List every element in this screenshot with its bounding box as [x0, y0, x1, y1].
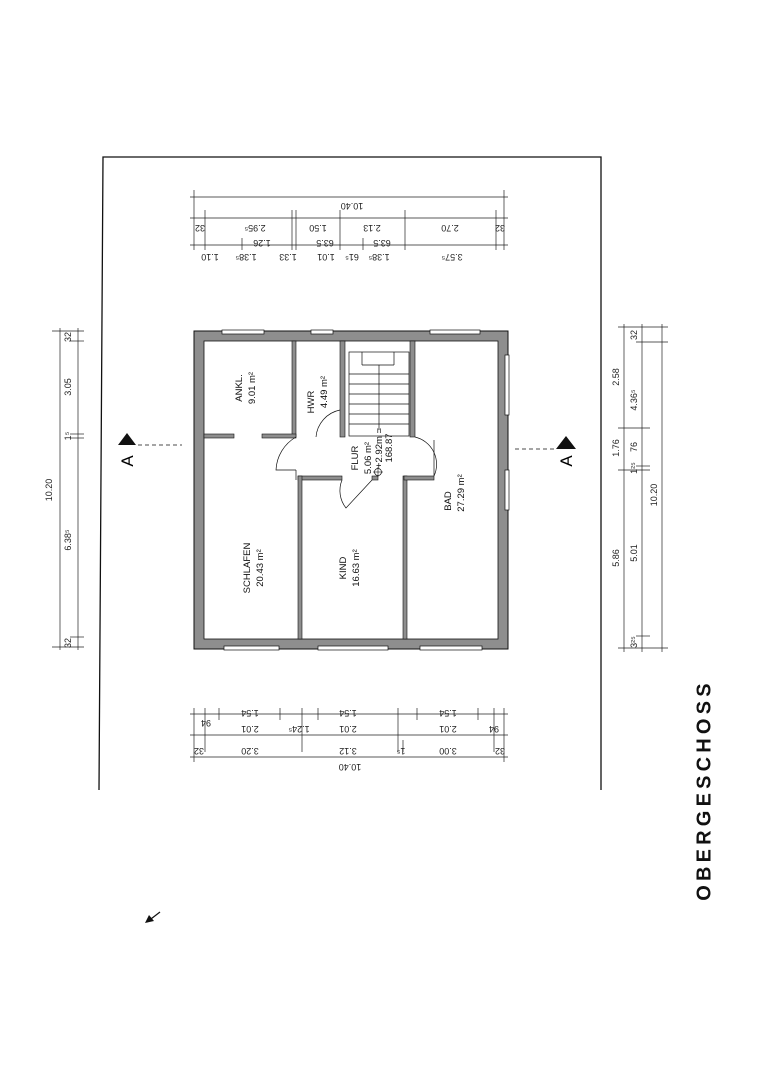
- dim-right-r1-2: 76: [629, 442, 639, 452]
- dim-right-r1-1: 4.36⁵: [629, 389, 639, 411]
- room-bad-area: 27.29 m²: [456, 474, 467, 512]
- dim-left-2: 1⁵: [63, 431, 73, 440]
- dim-top-r4-5: 1.38⁵: [368, 252, 390, 262]
- dim-left-4: 32: [63, 638, 73, 648]
- dim-left-1: 3.05: [63, 378, 73, 396]
- dim-bottom-r1-3: 2.01: [339, 724, 357, 734]
- room-schlafen-area: 20.43 m²: [255, 549, 266, 587]
- room-schlafen-name: SCHLAFEN: [242, 543, 253, 594]
- room-flur-level: +2.92m = 168.87: [374, 427, 395, 468]
- room-ankl-name: ANKL.: [234, 374, 245, 401]
- dim-bottom-r2-5: 32: [495, 746, 505, 756]
- dim-bottom-r1-5: 94: [489, 724, 499, 734]
- room-schlafen: SCHLAFEN 20.43 m²: [242, 543, 266, 594]
- dim-right-r1-5: 3²⁵: [629, 636, 639, 648]
- floor-plan-walls: [193, 329, 510, 651]
- room-bad: BAD 27.29 m²: [443, 474, 467, 512]
- dim-left-3: 6.38⁵: [63, 529, 73, 551]
- dim-bottom-r1-1: 2.01: [241, 724, 259, 734]
- section-arrow-icon: [556, 436, 576, 449]
- bottom-dimension-chain: 94 2.01 1.24⁵ 2.01 2.01 94 1.54 1.54 1.5…: [190, 708, 508, 772]
- dim-top-r3-2: 63.5: [373, 238, 391, 248]
- section-label-left: A: [118, 455, 137, 467]
- dim-top-r3-0: 1.26: [253, 238, 271, 248]
- dim-top-r4-4: 61⁵: [345, 252, 359, 262]
- dim-right-r2-2: 5.86: [611, 549, 621, 567]
- right-dimension-chain: 10.20 32 4.36⁵ 76 1²⁵ 5.01 3²⁵ 2.58 1.76…: [611, 324, 668, 652]
- staircase: [348, 351, 410, 437]
- dim-bottom-r1b-2: 1.54: [439, 708, 457, 718]
- dim-bottom-r1b-0: 1.54: [241, 708, 259, 718]
- dim-right-r1-4: 5.01: [629, 544, 639, 562]
- dim-bottom-r1-2: 1.24⁵: [288, 724, 310, 734]
- dim-top-overall: 10.40: [341, 201, 364, 211]
- dim-bottom-r2-4: 3.00: [439, 746, 457, 756]
- dim-left-overall: 10.20: [44, 479, 54, 502]
- room-ankl-area: 9.01 m²: [247, 372, 258, 404]
- dim-top-r4-1: 1.38⁵: [235, 252, 257, 262]
- dim-right-r1-0: 32: [629, 330, 639, 340]
- top-dimension-chain: 10.40 32 2.95⁵ 1.50 2.13 2.70 32 1.26 63…: [190, 190, 508, 262]
- door-swings: [275, 409, 437, 509]
- dim-top-r2-0: 32: [195, 223, 205, 233]
- dim-top-r2-2: 1.50: [309, 223, 327, 233]
- sheet-frame: [98, 156, 602, 791]
- north-arrow-icon: [145, 911, 161, 923]
- room-kind-area: 16.63 m²: [351, 549, 362, 587]
- dim-top-r4-0: 1.10: [201, 252, 219, 262]
- dim-right-r2-0: 2.58: [611, 368, 621, 386]
- left-dimension-chain: 10.20 32 3.05 1⁵ 6.38⁵ 32: [44, 328, 84, 650]
- dim-right-r1-3: 1²⁵: [629, 462, 639, 474]
- dim-top-r4-3: 1.01: [317, 252, 335, 262]
- dim-top-r2-5: 32: [495, 223, 505, 233]
- room-flur: FLUR 5.06 m²: [350, 442, 374, 474]
- section-arrow-icon: [118, 433, 136, 445]
- dim-right-r2-1: 1.76: [611, 439, 621, 457]
- room-ankl: ANKL. 9.01 m²: [234, 372, 258, 404]
- room-kind: KIND 16.63 m²: [338, 549, 362, 587]
- room-hwr-area: 4.49 m²: [319, 376, 330, 408]
- room-labels: ANKL. 9.01 m² HWR 4.49 m² FLUR 5.06 m² +…: [234, 372, 467, 593]
- dim-bottom-r2-3: 1⁵: [396, 746, 405, 756]
- room-flur-area: 5.06 m²: [363, 442, 374, 474]
- dim-bottom-r2-2: 3.12: [339, 746, 357, 756]
- section-label-right: A: [557, 455, 576, 467]
- room-hwr: HWR 4.49 m²: [306, 376, 330, 413]
- room-bad-name: BAD: [443, 491, 454, 511]
- dim-bottom-r1-4: 2.01: [439, 724, 457, 734]
- dim-top-r2-4: 2.70: [441, 223, 459, 233]
- dim-bottom-r1b-1: 1.54: [339, 708, 357, 718]
- dim-top-r2-3: 2.13: [363, 223, 381, 233]
- dim-bottom-r1-0: 94: [201, 718, 211, 728]
- dim-top-r2-1: 2.95⁵: [244, 223, 266, 233]
- dim-bottom-r2-0: 32: [194, 746, 204, 756]
- room-flur-name: FLUR: [350, 445, 361, 470]
- room-hwr-name: HWR: [306, 391, 317, 414]
- dim-top-r4-2: 1.33: [279, 252, 297, 262]
- dim-top-r3-1: 63.5: [316, 238, 334, 248]
- dim-bottom-overall: 10.40: [339, 762, 362, 772]
- section-marker-left: A: [118, 433, 182, 467]
- sheet-title: OBERGESCHOSS: [693, 679, 716, 901]
- dim-bottom-r2-1: 3.20: [241, 746, 259, 756]
- room-flur-level-mark: +2.92m =: [374, 427, 385, 468]
- dim-right-overall: 10.20: [649, 484, 659, 507]
- dim-top-r4-6: 3.57⁵: [441, 252, 463, 262]
- room-kind-name: KIND: [338, 557, 349, 580]
- room-flur-level-value: 168.87: [384, 433, 395, 462]
- section-marker-right: A: [515, 436, 576, 467]
- dim-left-0: 32: [63, 332, 73, 342]
